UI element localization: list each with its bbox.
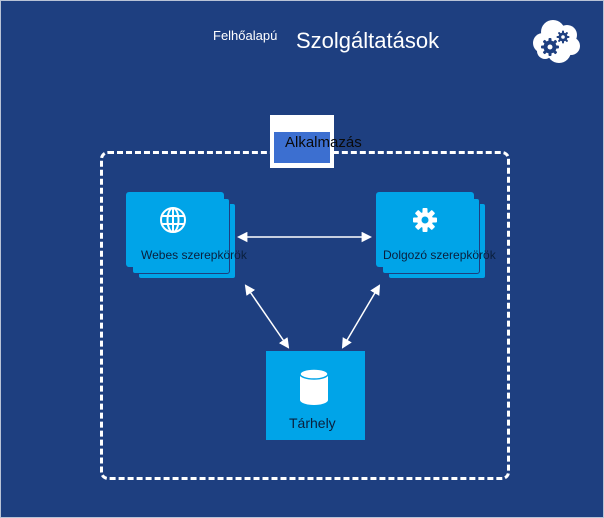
globe-icon	[160, 207, 186, 233]
arrow-worker-storage	[341, 284, 381, 349]
web-roles-label: Webes szerepkörök	[141, 248, 247, 262]
web-roles-card	[126, 192, 224, 267]
arrow-web-storage	[244, 284, 290, 349]
worker-roles-label: Dolgozó szerepkörök	[383, 248, 496, 262]
gear-icon	[413, 208, 437, 232]
cloud-gears-icon	[533, 20, 580, 63]
diagram-title: Szolgáltatások	[296, 28, 440, 53]
database-icon	[299, 368, 329, 405]
application-box-fill	[274, 132, 330, 163]
title-prefix: Felhőalapú	[213, 28, 278, 43]
storage-label: Tárhely	[289, 415, 336, 431]
application-label: Alkalmazás	[285, 134, 362, 151]
